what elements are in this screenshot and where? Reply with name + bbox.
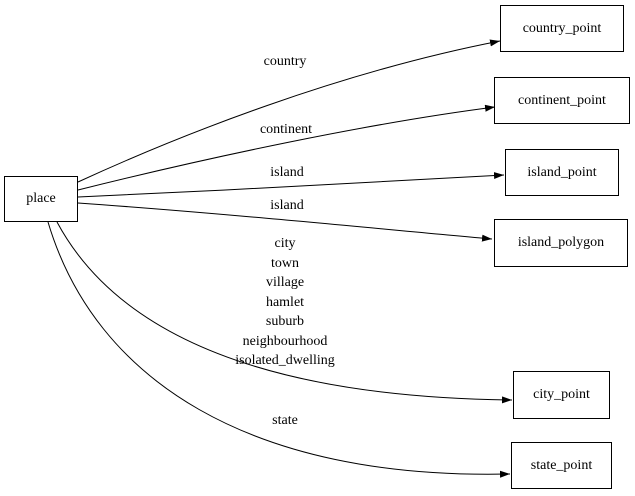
- edge-place-city_point: [56, 221, 513, 404]
- edge-label-hamlet: hamlet: [265, 294, 305, 310]
- edge-label-village: village: [265, 275, 305, 290]
- edge-label-island-polygon: island: [270, 198, 304, 213]
- edge-place-island_polygon: [77, 202, 493, 242]
- edge-label-city: city: [274, 236, 296, 251]
- edge-place-state_point: [47, 221, 511, 478]
- node-place: place: [4, 176, 78, 222]
- node-island-point: island_point: [505, 149, 619, 196]
- node-island-polygon: island_polygon: [494, 219, 628, 267]
- node-country-point: country_point: [500, 5, 624, 52]
- edge-label-country: country: [263, 54, 307, 69]
- edge-label-neighbourhood: neighbourhood: [242, 333, 328, 349]
- node-continent-point-label: continent_point: [518, 92, 606, 108]
- edge-place-country_point: [77, 39, 501, 183]
- node-country-point-label: country_point: [522, 20, 602, 36]
- edge-label-suburb: suburb: [265, 314, 305, 329]
- node-state-point-label: state_point: [530, 457, 593, 473]
- edge-place-continent_point: [77, 104, 496, 191]
- edge-label-state: state: [272, 413, 298, 428]
- node-state-point: state_point: [511, 442, 612, 489]
- node-place-label: place: [26, 191, 56, 206]
- node-island-polygon-label: island_polygon: [517, 235, 605, 250]
- edge-place-island_point: [77, 172, 505, 198]
- edge-label-city-group: city town village hamlet suburb neighbou…: [235, 234, 335, 371]
- node-city-point-label: city_point: [533, 387, 590, 402]
- node-city-point: city_point: [513, 371, 610, 419]
- edge-label-isolated-dwelling: isolated_dwelling: [235, 353, 335, 368]
- node-island-point-label: island_point: [527, 164, 597, 180]
- edge-label-continent: continent: [259, 122, 313, 137]
- node-continent-point: continent_point: [494, 77, 630, 124]
- edge-label-town: town: [270, 255, 299, 271]
- edge-label-island-point: island: [270, 165, 304, 180]
